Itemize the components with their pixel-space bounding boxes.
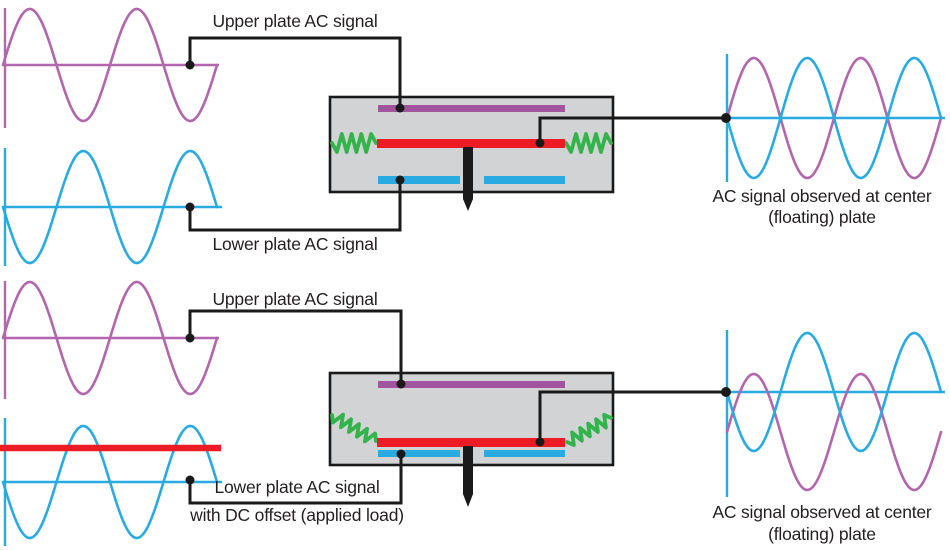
bottom-output-upper-wave-path (725, 372, 943, 492)
connector-top-lower (185, 175, 405, 232)
top-output-lower-wave-path (725, 56, 943, 180)
spring-bottom-right (565, 412, 613, 448)
upper-plate-bottom (378, 381, 565, 388)
spring-top-left-path (330, 132, 378, 154)
spring-top-right-path (564, 132, 613, 154)
upper-plate-top (378, 105, 565, 112)
label-bottom-output-line2: (floating) plate (768, 524, 876, 544)
connector-bottom-output-line (538, 390, 723, 442)
top-upper-input-wave-path (1, 7, 219, 123)
load-rod-bottom (463, 446, 473, 494)
lower-plate-left-bottom (378, 450, 460, 457)
load-rod-top (463, 147, 473, 199)
connector-top-output-line (538, 116, 723, 143)
load-rod-tip-top (463, 199, 473, 211)
bottom-output-lower-wave-path (725, 331, 943, 453)
load-rod-tip-bottom (463, 494, 473, 507)
connector-bottom-upper-line (188, 309, 403, 384)
label-top-output-line1: AC signal observed at center (712, 186, 932, 206)
connector-bottom-lower-line (188, 454, 403, 505)
spring-bottom-left-path (330, 412, 378, 444)
lower-plate-left-top (378, 176, 460, 184)
top-lower-input-wave (1, 149, 219, 265)
spring-top-right (564, 132, 613, 154)
bottom-upper-input-wave-path (1, 280, 219, 396)
top-upper-input-plot (1, 7, 219, 128)
bottom-output-plot (725, 330, 945, 497)
probe-dot (395, 103, 405, 113)
connector-top-lower-line (188, 180, 402, 232)
lower-plate-right-top (484, 176, 565, 184)
probe-dot (185, 333, 195, 343)
label-bottom-lower-plate-signal-line1: Lower plate AC signal (214, 477, 380, 497)
label-bottom-upper-plate-signal: Upper plate AC signal (212, 289, 378, 309)
label-bottom-output-line1: AC signal observed at center (712, 502, 932, 522)
spring-top-left (330, 132, 378, 154)
label-top-lower-plate-signal: Lower plate AC signal (212, 234, 378, 254)
connector-top-upper-line (188, 36, 402, 108)
label-top-upper-plate-signal: Upper plate AC signal (212, 11, 378, 31)
sensor-box-top (328, 95, 615, 211)
top-output-plot (725, 54, 945, 182)
probe-dot (185, 60, 195, 70)
probe-dot (721, 113, 731, 123)
probe-dot (395, 175, 405, 185)
probe-dot (185, 475, 195, 485)
connector-bottom-output (535, 387, 731, 447)
connector-top-upper (185, 36, 405, 113)
probe-dot (396, 449, 406, 459)
spring-bottom-right-path (565, 412, 613, 448)
connector-top-output (535, 113, 731, 148)
lower-plate-right-bottom (484, 450, 565, 457)
probe-dot (535, 437, 545, 447)
bottom-lower-input-plot (0, 418, 222, 546)
center-floating-plate-bottom (377, 438, 565, 447)
probe-dot (535, 138, 545, 148)
bottom-output-lower-wave (725, 331, 943, 453)
probe-dot (396, 379, 406, 389)
top-lower-input-wave-path (1, 149, 219, 265)
connector-bottom-upper (185, 309, 406, 389)
center-floating-plate-top (377, 139, 565, 148)
sensor-box-bottom (328, 371, 615, 507)
bottom-lower-input-wave (1, 424, 219, 540)
top-upper-input-wave (1, 7, 219, 123)
spring-bottom-left (330, 412, 378, 444)
bottom-upper-input-plot (1, 280, 219, 399)
bottom-lower-input-wave-path (1, 424, 219, 540)
connector-bottom-lower (185, 449, 406, 505)
bottom-upper-input-wave (1, 280, 219, 396)
label-bottom-lower-plate-signal-line2: with DC offset (applied load) (190, 505, 404, 525)
top-output-lower-wave (725, 56, 943, 180)
probe-dot (185, 202, 195, 212)
bottom-output-upper-wave (725, 372, 943, 492)
label-top-output-line2: (floating) plate (768, 207, 876, 227)
probe-dot (721, 387, 731, 397)
